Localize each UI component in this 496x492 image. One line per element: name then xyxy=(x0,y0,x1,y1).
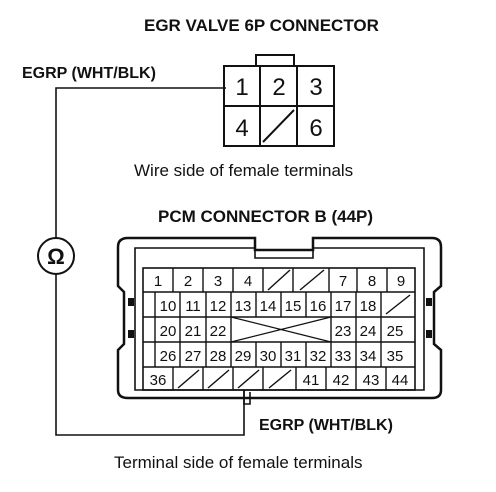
test-circuit: Ω xyxy=(37,87,245,436)
egr-pin: 6 xyxy=(309,115,322,142)
pcm-pin: 7 xyxy=(339,273,347,290)
pcm-lock-right-top xyxy=(426,298,432,306)
pcm-pin: 33 xyxy=(335,348,352,365)
pcm-lock-right-bottom xyxy=(426,330,432,338)
pcm-empty-cavity xyxy=(177,369,200,389)
pcm-pin: 43 xyxy=(363,372,380,389)
pcm-pin: 44 xyxy=(392,372,409,389)
pcm-empty-cavity xyxy=(237,369,260,389)
egr-connector-caption: Wire side of female terminals xyxy=(134,161,353,180)
pcm-pin: 30 xyxy=(260,348,277,365)
pcm-empty-cavity xyxy=(299,269,325,291)
pcm-row-4-cells xyxy=(154,342,382,367)
egr-pin: 1 xyxy=(235,74,248,101)
pcm-pin: 24 xyxy=(360,323,377,340)
pcm-pin: 23 xyxy=(335,323,352,340)
pcm-pin: 28 xyxy=(210,348,227,365)
egr-6p-connector: 1 2 3 4 6 xyxy=(223,54,335,147)
ohm-symbol: Ω xyxy=(47,244,65,269)
pcm-pin: 22 xyxy=(210,323,227,340)
pcm-pin: 25 xyxy=(387,323,404,340)
pcm-row-5-cells xyxy=(172,367,387,390)
egr-pin: 2 xyxy=(272,74,285,101)
pcm-empty-cavity xyxy=(267,269,291,291)
ohmmeter-icon xyxy=(37,237,75,275)
pcm-pin: 1 xyxy=(154,273,162,290)
pcm-pin: 35 xyxy=(387,348,404,365)
pcm-empty-cavity xyxy=(385,294,411,315)
pcm-pin: 20 xyxy=(160,323,177,340)
pcm-pin: 11 xyxy=(185,298,201,315)
egr-pin-5-empty xyxy=(262,109,295,143)
pcm-blocked-area xyxy=(230,316,332,343)
probe-tip xyxy=(243,390,251,405)
egr-pin: 3 xyxy=(309,74,322,101)
pcm-pin-labels: 1 2 3 4 7 8 9 10 11 12 13 14 15 16 17 18… xyxy=(150,273,409,389)
pcm-pin: 14 xyxy=(260,298,277,315)
pcm-pin: 9 xyxy=(397,273,405,290)
pcm-pin: 16 xyxy=(310,298,327,315)
pcm-pin: 3 xyxy=(214,273,222,290)
egr-connector-latch xyxy=(255,54,295,66)
egrp-wire-label-bottom: EGRP (WHT/BLK) xyxy=(259,417,393,434)
pcm-pin: 32 xyxy=(310,348,327,365)
test-lead-top xyxy=(55,87,226,238)
pcm-pin: 17 xyxy=(335,298,352,315)
pcm-pin: 4 xyxy=(244,273,252,290)
pcm-pin: 13 xyxy=(235,298,252,315)
pcm-pin: 31 xyxy=(285,348,302,365)
pcm-empty-cavity xyxy=(207,369,230,389)
pcm-pin: 2 xyxy=(184,273,192,290)
egr-connector-title: EGR VALVE 6P CONNECTOR xyxy=(144,16,379,35)
pcm-44p-connector: 1 2 3 4 7 8 9 10 11 12 13 14 15 16 17 18… xyxy=(116,236,443,405)
pcm-pin: 41 xyxy=(303,372,320,389)
pcm-pin: 34 xyxy=(360,348,377,365)
pcm-pin: 18 xyxy=(360,298,377,315)
pcm-pin: 10 xyxy=(160,298,177,315)
pcm-pin: 26 xyxy=(160,348,177,365)
pcm-connector-title: PCM CONNECTOR B (44P) xyxy=(158,207,373,226)
pcm-row-3-cells xyxy=(154,316,382,343)
pcm-empty-cavity xyxy=(268,369,292,389)
pcm-pin: 29 xyxy=(235,348,252,365)
pcm-pin: 15 xyxy=(285,298,302,315)
pcm-pin: 21 xyxy=(185,323,202,340)
pcm-pin: 27 xyxy=(185,348,202,365)
egrp-wire-label-top: EGRP (WHT/BLK) xyxy=(22,65,156,82)
egr-pin: 4 xyxy=(235,115,248,142)
pcm-row-2-cells xyxy=(154,292,411,317)
pcm-connector-housing xyxy=(116,236,443,400)
pcm-lock-left-bottom xyxy=(128,330,134,338)
pcm-terminal-grid xyxy=(142,267,416,391)
pcm-pin: 8 xyxy=(368,273,376,290)
test-lead-bottom xyxy=(55,274,245,436)
pcm-connector-caption: Terminal side of female terminals xyxy=(114,453,362,472)
pcm-pin: 12 xyxy=(210,298,227,315)
pcm-pin: 36 xyxy=(150,372,167,389)
pcm-row-1-cells xyxy=(172,268,388,292)
pcm-pin: 42 xyxy=(333,372,350,389)
pcm-lock-left-top xyxy=(128,298,134,306)
